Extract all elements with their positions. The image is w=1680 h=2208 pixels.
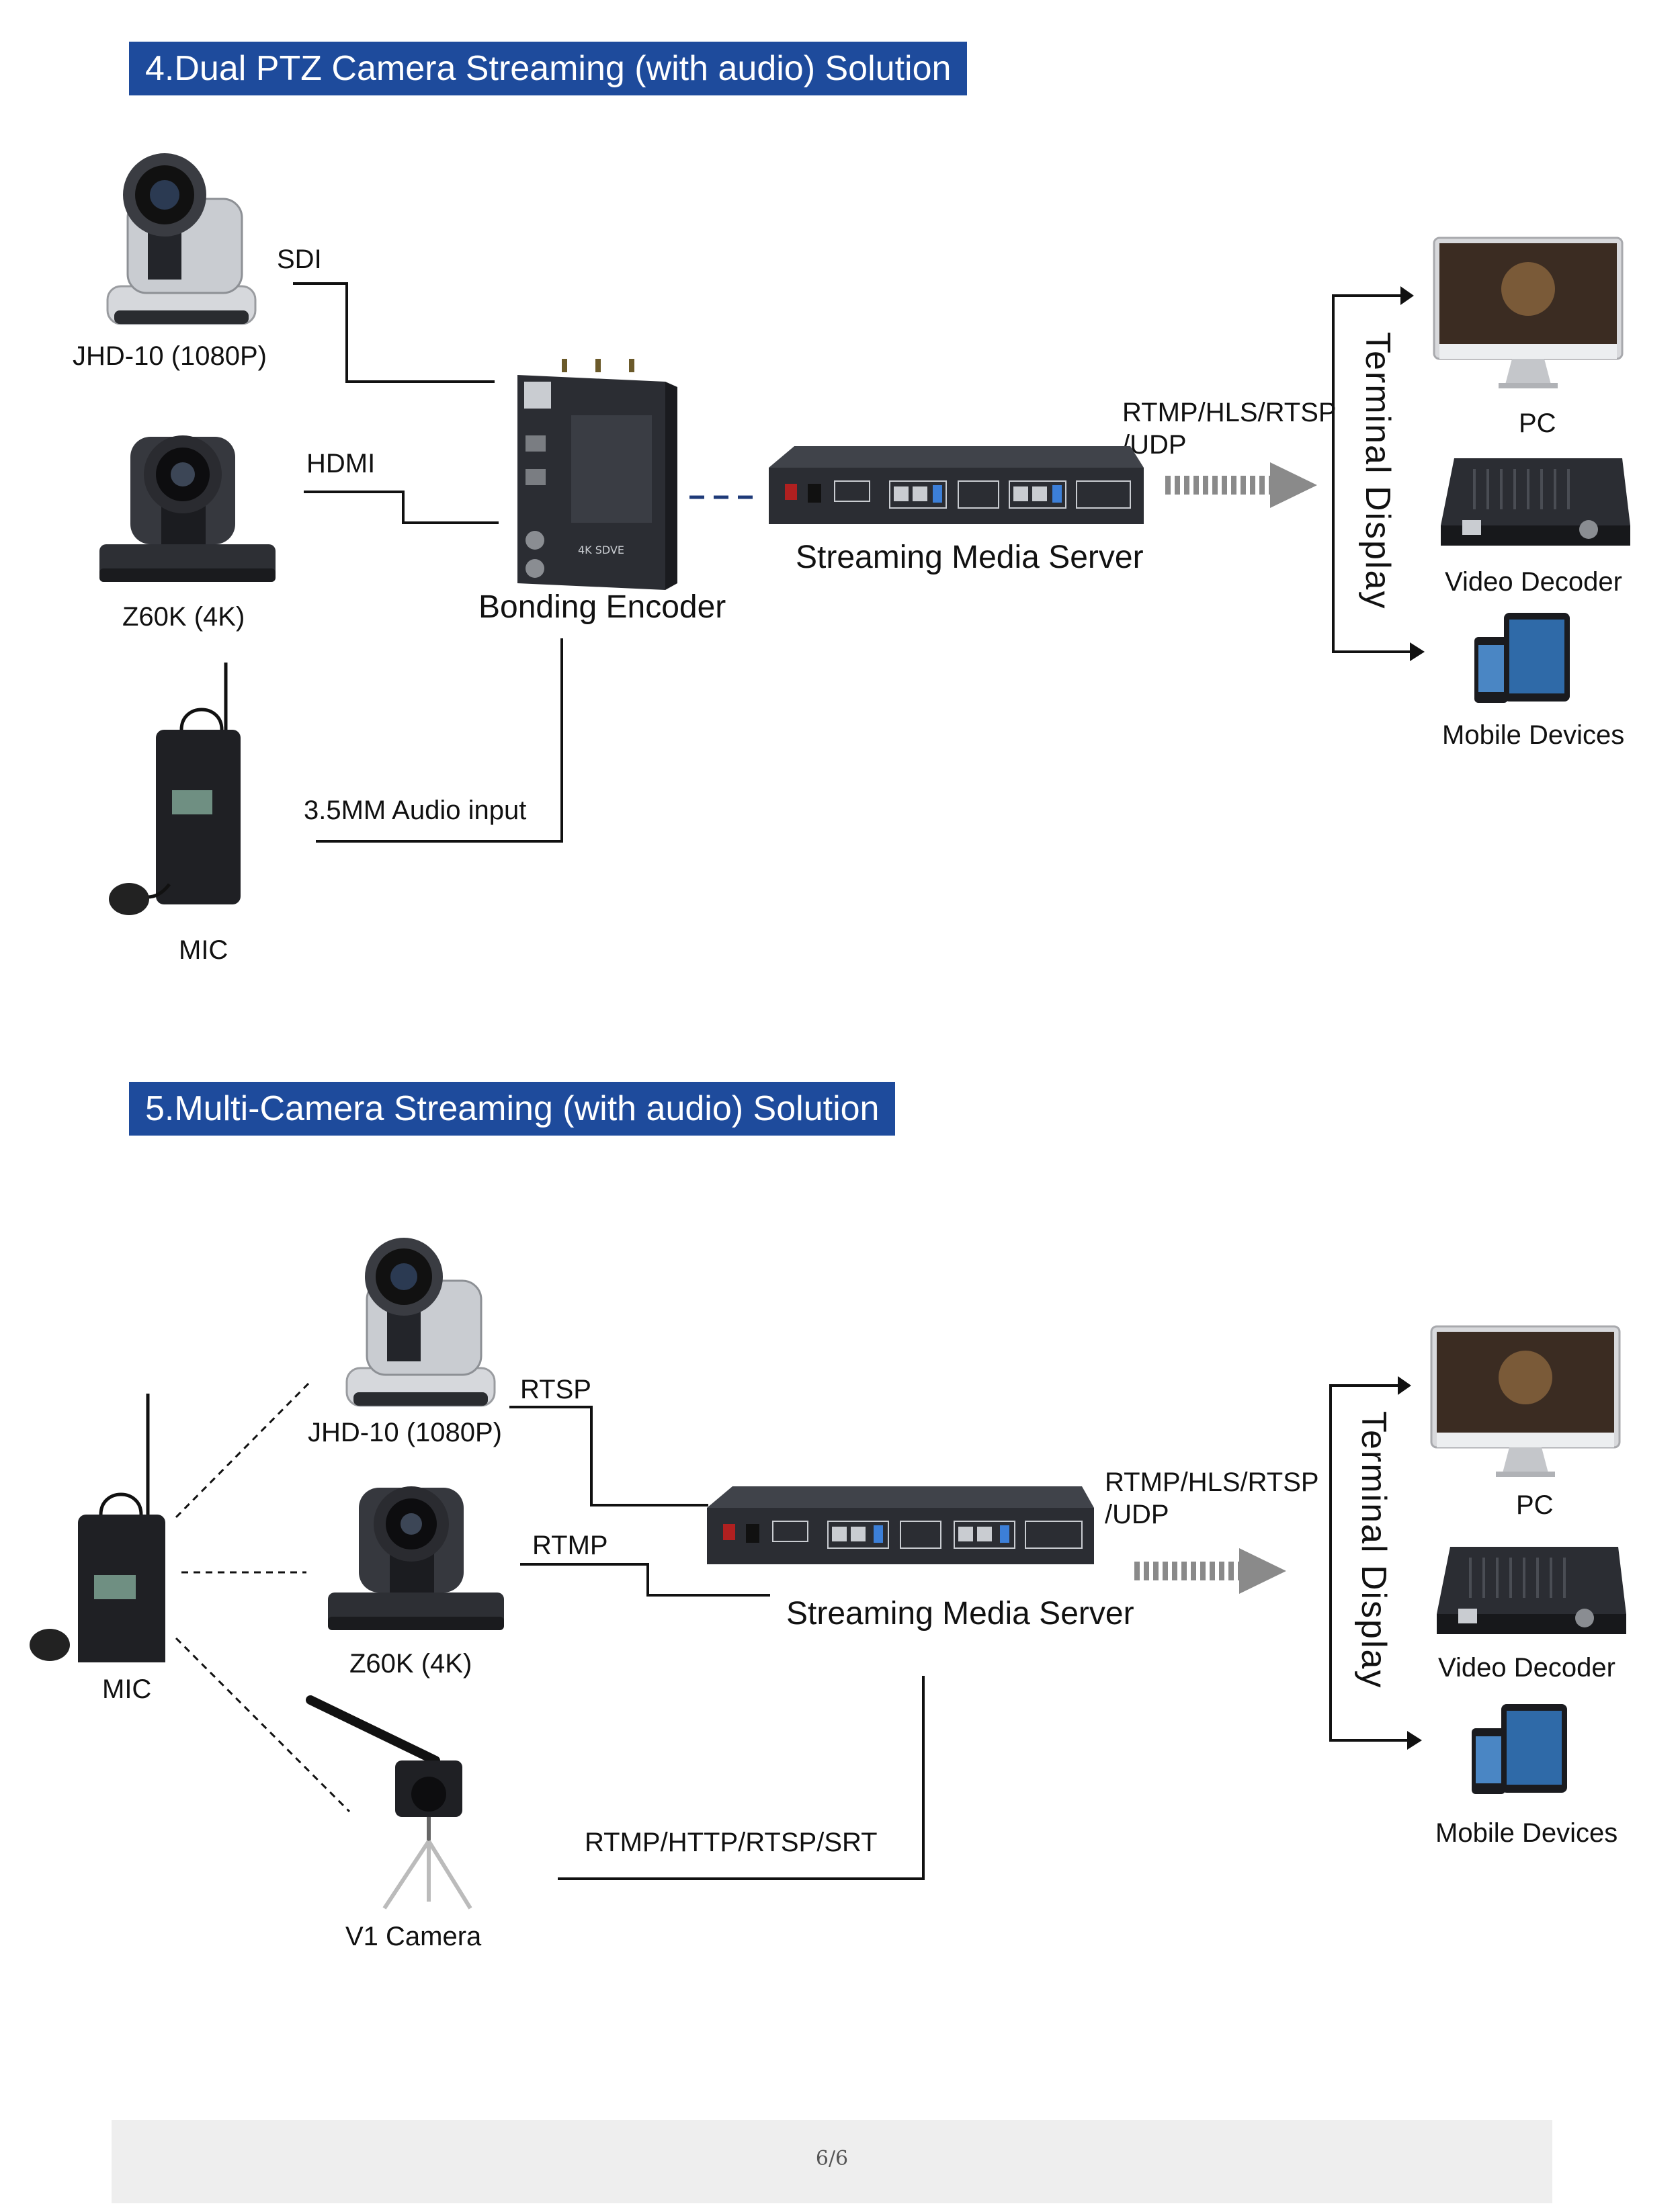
page-number: 6/6 xyxy=(815,2147,849,2170)
camera-z60k-label: Z60K (4K) xyxy=(349,1649,472,1679)
terminal-display-label: Terminal Display xyxy=(1354,1411,1393,1689)
rtmp-label: RTMP xyxy=(532,1531,608,1560)
camera-jhd10-label: JHD-10 (1080P) xyxy=(308,1418,503,1447)
v1-camera-icon xyxy=(306,1695,472,1910)
sdi-line xyxy=(293,282,495,383)
hdmi-line xyxy=(304,491,499,524)
ptz-camera-silver-icon xyxy=(106,153,257,325)
mic-label: MIC xyxy=(179,935,228,965)
protocol-line1: RTMP/HLS/RTSP xyxy=(1105,1468,1319,1497)
video-decoder-label: Video Decoder xyxy=(1445,567,1622,597)
mobile-devices-icon xyxy=(1474,613,1570,703)
camera-jhd10-label: JHD-10 (1080P) xyxy=(73,341,267,371)
video-decoder-device-icon xyxy=(1437,1547,1626,1634)
streaming-server-device-icon xyxy=(769,446,1144,524)
rtmp-line xyxy=(520,1563,770,1597)
audio-line xyxy=(316,638,563,843)
mobile-devices-label: Mobile Devices xyxy=(1435,1818,1618,1848)
mic-to-cam3-dashed xyxy=(175,1637,351,1813)
v1-protocols-label: RTMP/HTTP/RTSP/SRT xyxy=(585,1828,878,1857)
mic-to-cam1-dashed xyxy=(175,1382,310,1519)
pc-label: PC xyxy=(1519,409,1556,438)
pc-monitor-icon xyxy=(1433,237,1624,388)
mic-label: MIC xyxy=(102,1674,152,1704)
stream-arrow-icon xyxy=(1165,462,1317,508)
section-5-title: 5.Multi-Camera Streaming (with audio) So… xyxy=(129,1082,896,1136)
protocol-line2: /UDP xyxy=(1105,1500,1169,1529)
streaming-server-label: Streaming Media Server xyxy=(786,1596,1134,1631)
audio-input-label: 3.5MM Audio input xyxy=(304,796,527,825)
pc-label: PC xyxy=(1516,1490,1554,1520)
hdmi-label: HDMI xyxy=(306,449,376,478)
terminal-display-label: Terminal Display xyxy=(1358,332,1397,610)
ptz-camera-black-icon xyxy=(99,435,276,582)
mobile-devices-label: Mobile Devices xyxy=(1442,720,1625,750)
mobile-devices-icon xyxy=(1472,1704,1567,1794)
bonding-encoder-label: Bonding Encoder xyxy=(478,589,726,625)
video-decoder-device-icon xyxy=(1441,458,1630,546)
video-decoder-label: Video Decoder xyxy=(1438,1653,1615,1683)
mic-transmitter-icon xyxy=(30,1394,165,1662)
rtsp-line xyxy=(509,1406,708,1506)
stream-arrow-icon xyxy=(1134,1548,1286,1594)
streaming-server-device-icon xyxy=(707,1486,1094,1564)
camera-v1-label: V1 Camera xyxy=(345,1922,482,1951)
mic-transmitter-icon xyxy=(109,663,241,915)
protocol-line1: RTMP/HLS/RTSP xyxy=(1122,398,1337,427)
section-4-title: 4.Dual PTZ Camera Streaming (with audio)… xyxy=(129,42,968,95)
bonding-encoder-device-icon: 4K SDVE xyxy=(517,359,677,590)
camera-z60k-label: Z60K (4K) xyxy=(122,602,245,632)
sdi-label: SDI xyxy=(277,245,322,274)
v1-line xyxy=(558,1676,925,1880)
pc-monitor-icon xyxy=(1430,1325,1621,1477)
ptz-camera-black-icon xyxy=(328,1486,504,1630)
svg-text:4K SDVE: 4K SDVE xyxy=(578,544,624,556)
ptz-camera-silver-icon xyxy=(345,1238,496,1407)
page-footer: 6/6 xyxy=(112,2120,1552,2203)
streaming-server-label: Streaming Media Server xyxy=(796,540,1144,575)
rtsp-label: RTSP xyxy=(520,1375,591,1404)
